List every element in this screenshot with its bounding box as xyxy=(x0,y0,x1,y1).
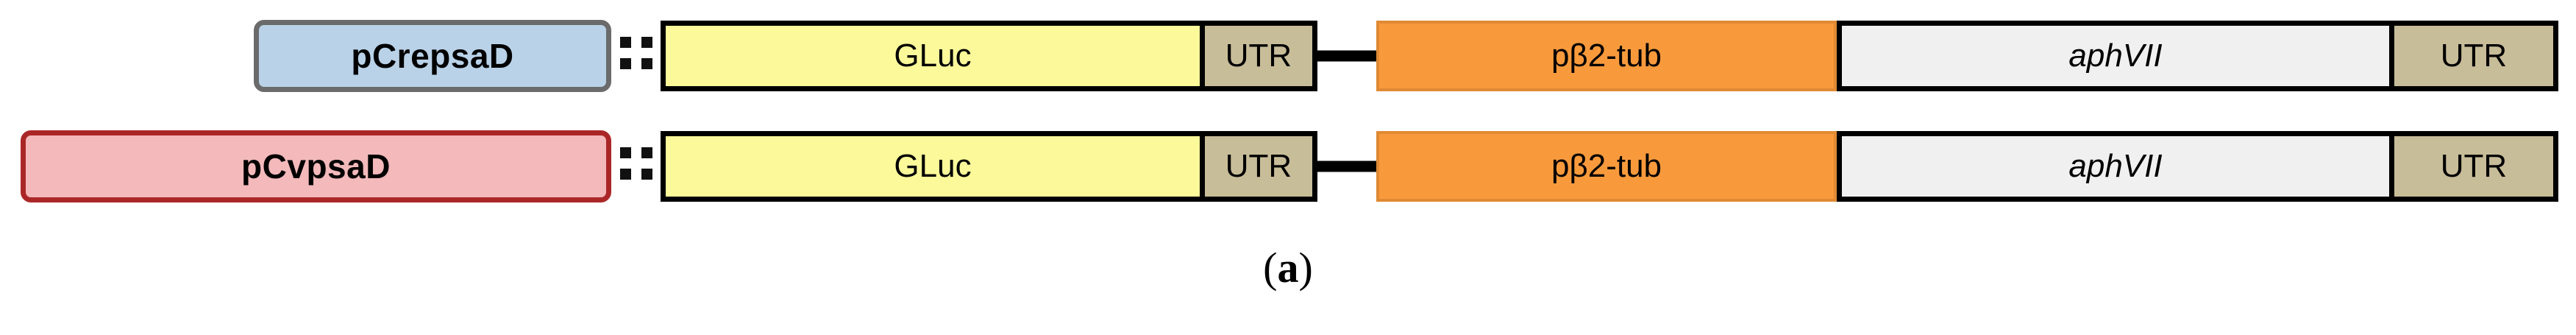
colon-dot xyxy=(641,147,652,158)
segment-gluc: GLuc xyxy=(661,131,1203,202)
construct-row-pcvpsad: pCvpsaD GLuc UTR pβ2-tub aphVII UTR xyxy=(0,130,2576,203)
colon-dot xyxy=(641,58,652,69)
colon-dot xyxy=(620,169,631,180)
cassette-linker xyxy=(1317,21,1376,91)
segment-label: aphVII xyxy=(2068,148,2163,184)
colon-dot xyxy=(641,37,652,48)
segment-label: UTR xyxy=(1225,148,1292,184)
colon-dot xyxy=(620,147,631,158)
caption-label: a xyxy=(1277,244,1299,292)
segment-label: pβ2-tub xyxy=(1551,38,1662,74)
plasmid-name-pill-pcrepsad: pCrepsaD xyxy=(254,20,611,92)
expression-cassette: GLuc UTR pβ2-tub aphVII UTR xyxy=(661,131,2558,202)
figure-caption: (a) xyxy=(0,243,2576,292)
expression-cassette: GLuc UTR pβ2-tub aphVII UTR xyxy=(661,21,2558,91)
segment-utr-left: UTR xyxy=(1203,21,1317,91)
segment-label: GLuc xyxy=(894,148,972,184)
construct-row-pcrepsad: pCrepsaD GLuc UTR pβ2-tub aphVII UTR xyxy=(0,19,2576,93)
caption-open-paren: ( xyxy=(1263,244,1278,292)
double-colon-separator xyxy=(620,147,652,186)
plasmid-name-label: pCvpsaD xyxy=(241,147,391,186)
segment-gluc: GLuc xyxy=(661,21,1203,91)
segment-label: UTR xyxy=(1225,38,1292,74)
segment-promoter-pb2tub: pβ2-tub xyxy=(1376,131,1837,202)
segment-promoter-pb2tub: pβ2-tub xyxy=(1376,21,1837,91)
double-colon-separator xyxy=(620,37,652,75)
plasmid-name-pill-pcvpsad: pCvpsaD xyxy=(21,130,611,202)
segment-label: pβ2-tub xyxy=(1551,148,1662,184)
cassette-linker xyxy=(1317,131,1376,202)
segment-label: UTR xyxy=(2440,148,2508,184)
caption-close-paren: ) xyxy=(1298,244,1313,292)
colon-dot xyxy=(620,37,631,48)
segment-utr-left: UTR xyxy=(1203,131,1317,202)
segment-aphvii: aphVII xyxy=(1837,131,2392,202)
colon-dot xyxy=(641,169,652,180)
segment-label: aphVII xyxy=(2068,38,2163,74)
segment-aphvii: aphVII xyxy=(1837,21,2392,91)
segment-label: UTR xyxy=(2440,38,2508,74)
segment-utr-right: UTR xyxy=(2392,131,2558,202)
colon-dot xyxy=(620,58,631,69)
segment-label: GLuc xyxy=(894,38,972,74)
segment-utr-right: UTR xyxy=(2392,21,2558,91)
plasmid-name-label: pCrepsaD xyxy=(351,37,514,75)
